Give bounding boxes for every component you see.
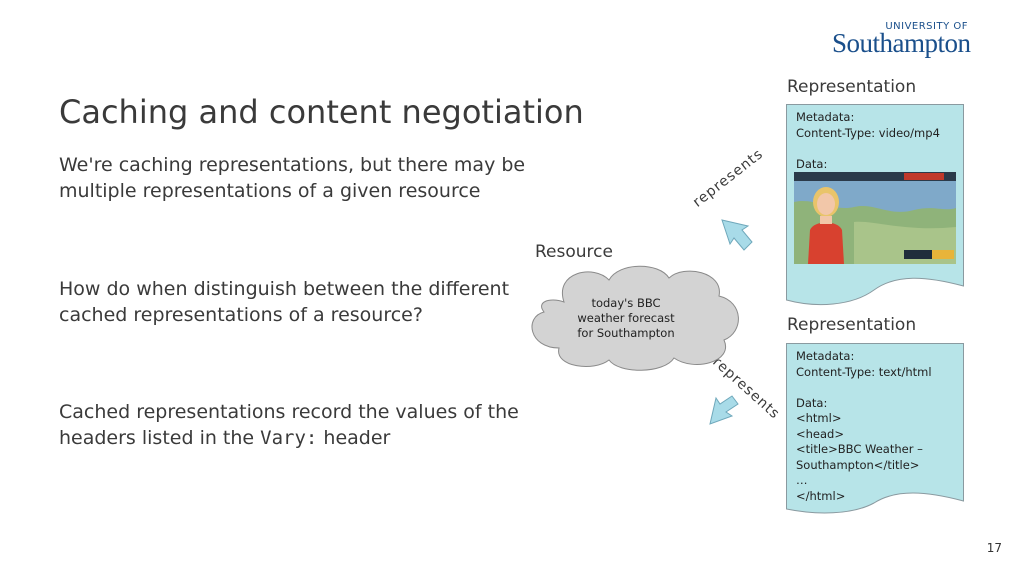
slide-title: Caching and content negotiation	[59, 93, 584, 131]
arrow-icon-to-html	[709, 395, 739, 425]
document-shape-html	[786, 343, 964, 514]
resource-description: today's BBC weather forecast for Southam…	[555, 296, 697, 341]
data-label: Data:	[796, 156, 828, 171]
representation-label-html: Representation	[787, 315, 917, 335]
metadata-label: Metadata:	[796, 110, 855, 124]
metadata-label: Metadata:	[796, 349, 855, 363]
logo-southampton: Southampton	[832, 28, 971, 58]
weather-map-graphic	[794, 172, 956, 264]
logo-university-of: UNIVERSITY OF	[885, 21, 968, 32]
paragraph-vary-header: Cached representations record the values…	[59, 400, 529, 451]
resource-text-line: for Southampton	[577, 326, 675, 340]
paragraph-vary-pre: Cached representations record the values…	[59, 401, 519, 449]
represents-label-video: represents	[690, 145, 767, 211]
resource-text-line: today's BBC	[591, 296, 661, 310]
html-data-line: …	[796, 473, 808, 487]
university-logo: UNIVERSITY OF Southampton	[832, 21, 988, 59]
html-data-line: <html>	[796, 411, 842, 425]
weather-broadcast-image	[794, 172, 956, 264]
arrow-icon-to-video	[721, 219, 753, 251]
html-data-line: </html>	[796, 488, 846, 503]
content-type-html: Content-Type: text/html	[796, 364, 932, 379]
page-number: 17	[986, 541, 1002, 555]
paragraph-multiple-representations: We're caching representations, but there…	[59, 154, 526, 202]
vary-header-code: Vary:	[260, 426, 318, 449]
html-data-line: <title>BBC Weather –	[796, 442, 923, 456]
representation-label-video: Representation	[787, 77, 917, 97]
resource-cloud-shape	[531, 265, 739, 371]
paragraph-vary-post: header	[317, 426, 391, 449]
representation-document-html: Metadata: Content-Type: text/html Data: …	[786, 343, 964, 515]
html-data-line: <head>	[796, 426, 844, 441]
resource-text-line: weather forecast	[577, 311, 675, 325]
resource-label: Resource	[535, 242, 613, 262]
content-type-video: Content-Type: video/mp4	[796, 125, 940, 140]
html-data-line: Southampton</title>	[796, 457, 920, 472]
paragraph-distinguish-question: How do when distinguish between the diff…	[59, 278, 510, 326]
data-label: Data:	[796, 395, 828, 410]
